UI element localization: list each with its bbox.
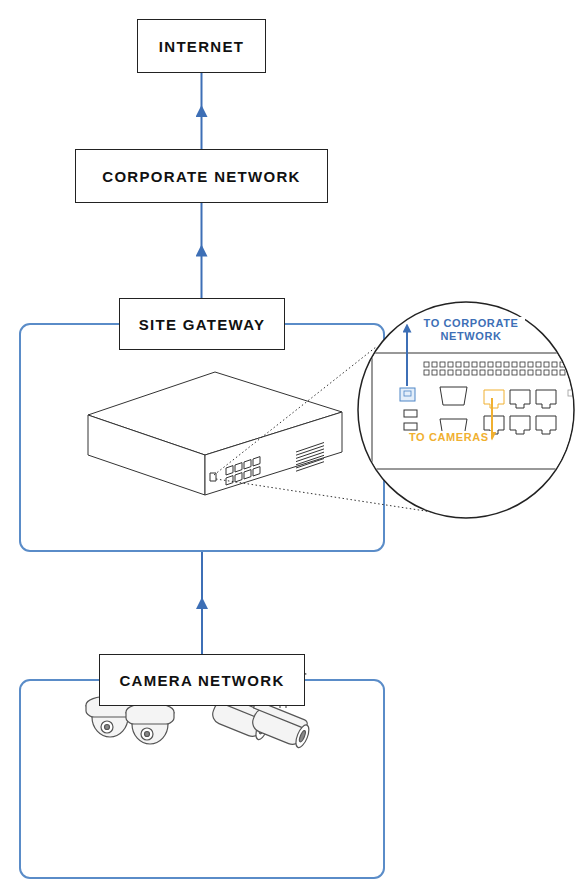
device-port bbox=[235, 463, 242, 472]
device-vent bbox=[296, 462, 324, 472]
panel-led bbox=[424, 362, 429, 367]
panel-led bbox=[448, 370, 453, 375]
uplink-connector bbox=[201, 552, 203, 654]
port-label: TO CORPORATE NETWORK bbox=[417, 317, 525, 343]
panel-led bbox=[488, 370, 493, 375]
panel-led bbox=[432, 370, 437, 375]
node-label: INTERNET bbox=[159, 38, 244, 55]
panel-led bbox=[472, 362, 477, 367]
device-port bbox=[226, 476, 233, 485]
panel-led bbox=[552, 362, 557, 367]
panel-led bbox=[552, 370, 557, 375]
panel-led bbox=[464, 370, 469, 375]
dome-camera bbox=[126, 703, 174, 744]
panel-led bbox=[504, 370, 509, 375]
region-title: SITE GATEWAY bbox=[139, 316, 265, 333]
ethernet-port bbox=[536, 416, 556, 434]
panel-led bbox=[560, 370, 565, 375]
zoom-detail bbox=[358, 302, 580, 518]
panel-led bbox=[424, 370, 429, 375]
panel-led bbox=[480, 370, 485, 375]
device-port bbox=[253, 467, 260, 476]
region-title-box: CAMERA NETWORK bbox=[99, 654, 304, 706]
panel-led bbox=[504, 362, 509, 367]
panel-led bbox=[440, 370, 445, 375]
bullet-camera bbox=[246, 666, 313, 749]
panel-led bbox=[536, 370, 541, 375]
region-title: CAMERA NETWORK bbox=[119, 672, 284, 689]
uplink-connector bbox=[201, 73, 203, 149]
device-port bbox=[253, 457, 260, 466]
region-title-box: SITE GATEWAY bbox=[119, 298, 285, 350]
network-region: CAMERA NETWORK bbox=[19, 679, 385, 879]
panel-led bbox=[440, 362, 445, 367]
panel-led bbox=[520, 362, 525, 367]
panel-led bbox=[528, 362, 533, 367]
panel-led bbox=[512, 362, 517, 367]
network-box: INTERNET bbox=[137, 19, 266, 73]
node-label: CORPORATE NETWORK bbox=[102, 168, 300, 185]
gateway-device bbox=[88, 372, 342, 495]
device-port bbox=[244, 460, 251, 469]
panel-led bbox=[520, 370, 525, 375]
port-label: TO CAMERAS bbox=[407, 431, 491, 444]
panel-led bbox=[456, 370, 461, 375]
panel-led bbox=[496, 370, 501, 375]
panel-led bbox=[512, 370, 517, 375]
ethernet-port bbox=[510, 390, 530, 408]
panel-led bbox=[544, 362, 549, 367]
panel-led bbox=[432, 362, 437, 367]
device-port bbox=[226, 466, 233, 475]
camera-illustration bbox=[86, 658, 313, 749]
ethernet-port bbox=[484, 390, 504, 408]
panel-led bbox=[456, 362, 461, 367]
panel-led bbox=[464, 362, 469, 367]
panel-led bbox=[536, 362, 541, 367]
panel-led bbox=[544, 370, 549, 375]
ethernet-port bbox=[510, 416, 530, 434]
panel-led bbox=[448, 362, 453, 367]
ethernet-port bbox=[536, 390, 556, 408]
panel-led bbox=[488, 362, 493, 367]
panel-led bbox=[496, 362, 501, 367]
uplink-connector bbox=[201, 203, 203, 298]
device-port bbox=[235, 473, 242, 482]
network-box: CORPORATE NETWORK bbox=[75, 149, 328, 203]
panel-led bbox=[472, 370, 477, 375]
panel-led bbox=[528, 370, 533, 375]
device-port bbox=[244, 470, 251, 479]
panel-led bbox=[560, 362, 565, 367]
panel-led bbox=[480, 362, 485, 367]
